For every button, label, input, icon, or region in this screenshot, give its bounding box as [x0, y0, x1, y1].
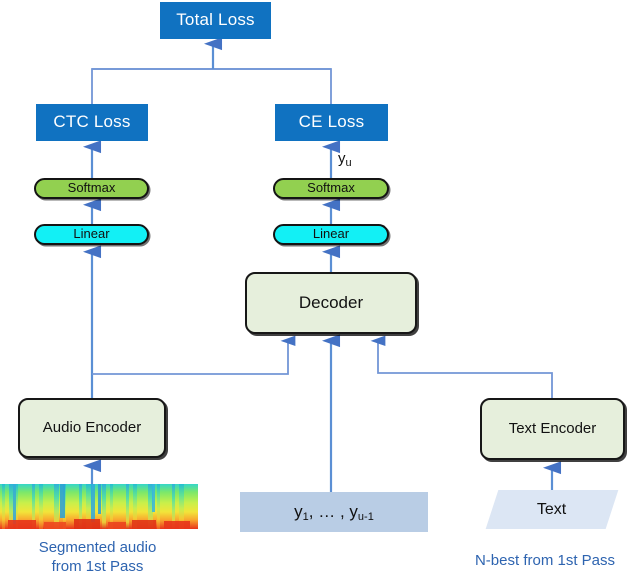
node-total-loss[interactable]: Total Loss: [160, 2, 271, 39]
audio-source-caption: Segmented audio from 1st Pass: [0, 539, 195, 577]
node-decoder[interactable]: Decoder: [245, 272, 417, 334]
linear-left-label: Linear: [73, 226, 110, 242]
previous-tokens-label: y1, … , yu-1: [294, 501, 374, 523]
node-previous-tokens[interactable]: y1, … , yu-1: [240, 492, 428, 532]
wire-text-encoder-to-decoder: [370, 335, 553, 398]
softmax-left-label: Softmax: [67, 180, 116, 196]
audio-caption-line-1: Segmented audio: [38, 539, 157, 556]
ce-loss-label: CE Loss: [298, 112, 365, 132]
node-ce-loss[interactable]: CE Loss: [275, 104, 388, 141]
text-caption-line: N-best from 1st Pass: [474, 552, 616, 569]
audio-encoder-label: Audio Encoder: [42, 418, 142, 436]
decoder-output-subscript: u: [345, 157, 352, 169]
wire-audio-encoder-to-decoder: [92, 335, 296, 375]
decoder-output-annotation: yu: [338, 150, 352, 169]
text-source-caption: N-best from 1st Pass: [450, 552, 640, 571]
node-text-encoder[interactable]: Text Encoder: [480, 398, 625, 460]
ctc-loss-label: CTC Loss: [53, 112, 131, 132]
linear-right-label: Linear: [312, 226, 350, 242]
decoder-output-symbol: y: [338, 150, 346, 167]
wire-ce-to-bus: [92, 68, 332, 104]
node-audio-encoder[interactable]: Audio Encoder: [18, 398, 166, 458]
softmax-right-label: Softmax: [307, 180, 355, 196]
spectrogram-image: [0, 484, 198, 529]
node-text-input[interactable]: Text: [485, 490, 619, 529]
decoder-label: Decoder: [298, 292, 364, 312]
text-input-label: Text: [537, 500, 567, 518]
node-softmax-ce-branch[interactable]: Softmax: [273, 178, 389, 199]
spectrogram-svg: [0, 484, 198, 529]
audio-caption-line-2: from 1st Pass: [51, 557, 144, 575]
node-softmax-ctc-branch[interactable]: Softmax: [34, 178, 149, 199]
text-encoder-label: Text Encoder: [508, 419, 597, 437]
total-loss-label: Total Loss: [176, 10, 255, 30]
node-ctc-loss[interactable]: CTC Loss: [36, 104, 148, 141]
wire-ctc-to-bus: [91, 68, 331, 104]
node-linear-ce-branch[interactable]: Linear: [273, 224, 389, 245]
node-linear-ctc-branch[interactable]: Linear: [34, 224, 149, 245]
